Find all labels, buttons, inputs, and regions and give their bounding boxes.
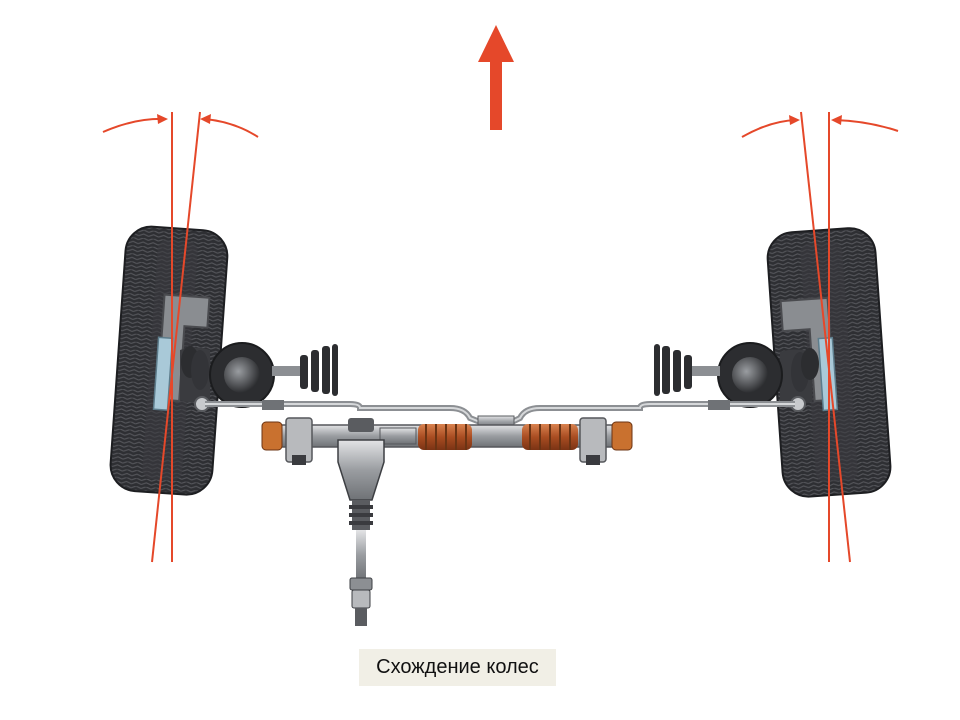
steering-shaft xyxy=(337,418,385,626)
direction-arrow-icon xyxy=(478,25,514,130)
left-drive-joint xyxy=(180,342,338,412)
right-toe-lines xyxy=(741,111,899,563)
right-rack-boot xyxy=(522,424,578,450)
left-rack-boot xyxy=(418,424,472,450)
steering-rack xyxy=(261,417,633,465)
diagram-caption: Схождение колес xyxy=(359,649,556,686)
left-toe-lines xyxy=(102,111,259,563)
right-drive-joint xyxy=(654,342,819,412)
left-wheel xyxy=(109,225,229,496)
